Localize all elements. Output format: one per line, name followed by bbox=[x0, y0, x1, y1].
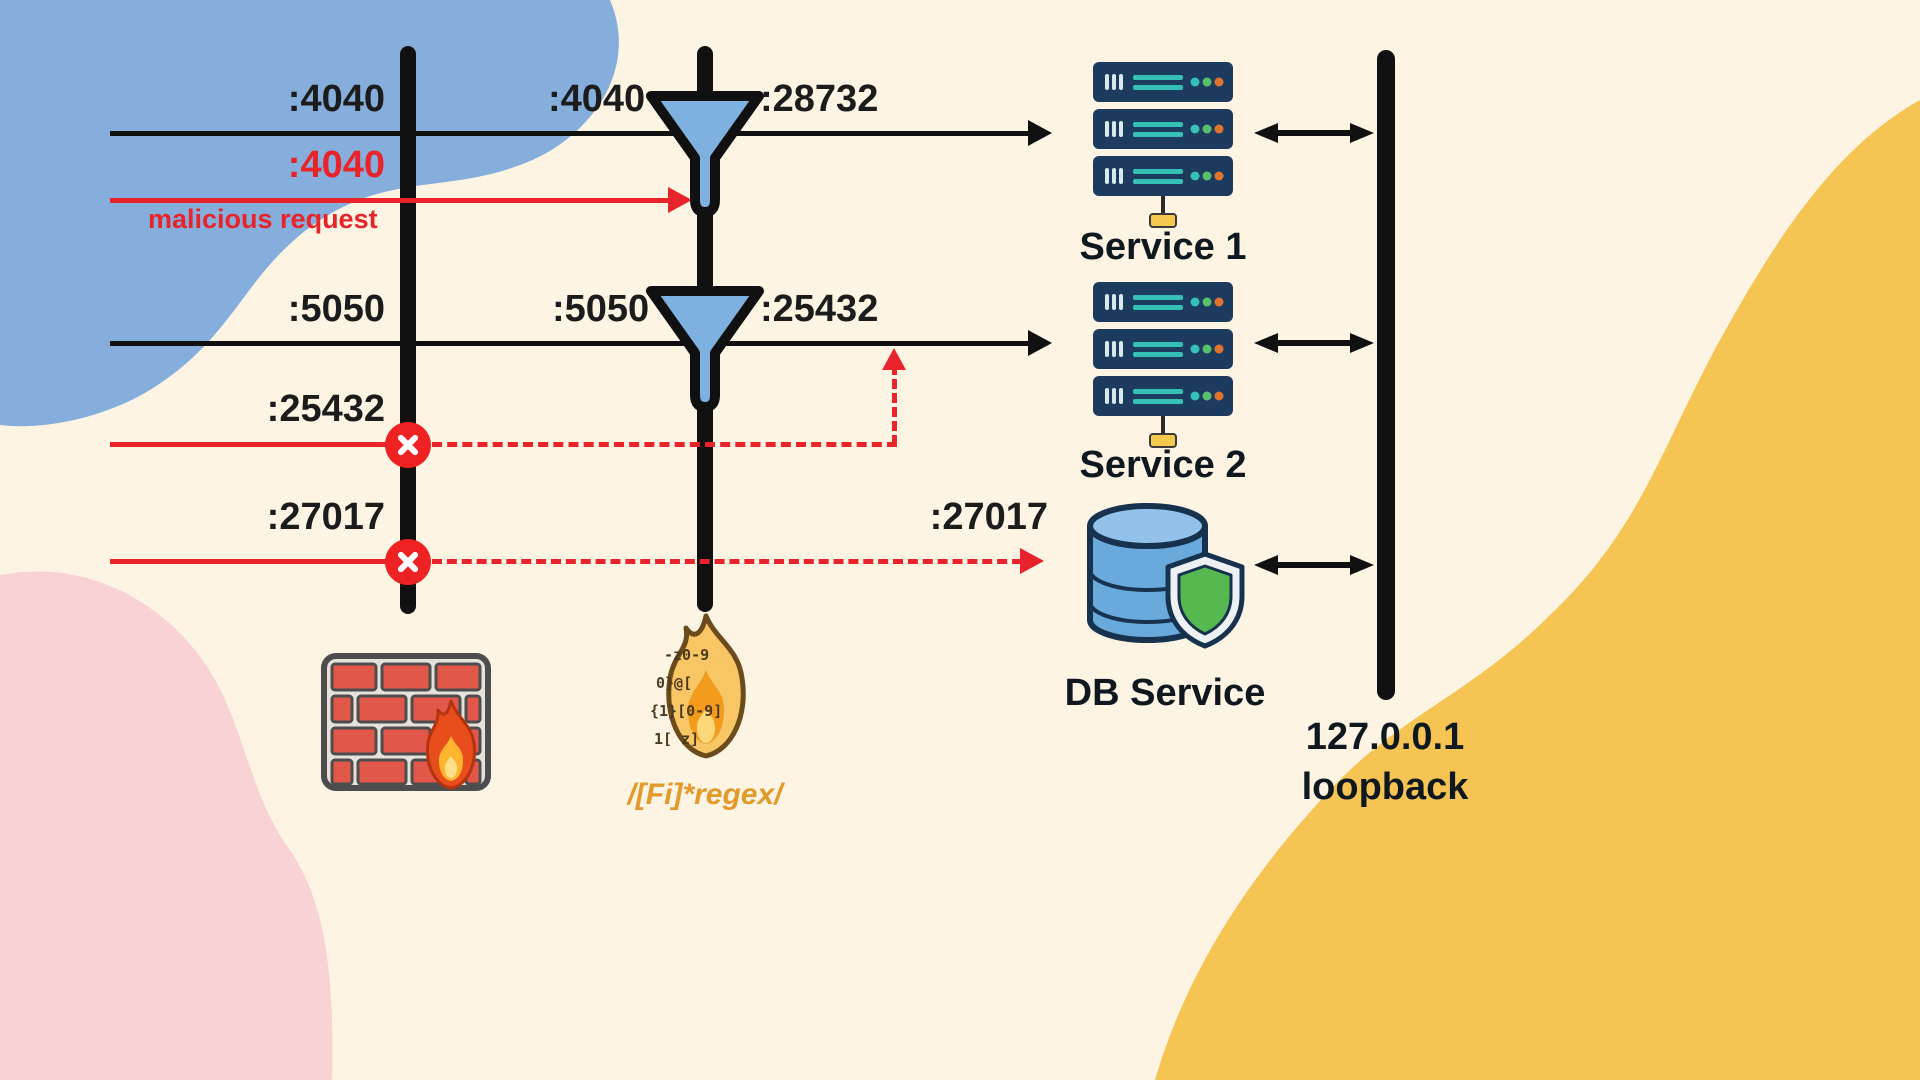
background-blob-pink bbox=[0, 571, 333, 1080]
loopback-interface-line bbox=[1377, 50, 1395, 700]
malicious-request-line bbox=[110, 198, 670, 203]
bidirectional-arrow-icon bbox=[1254, 123, 1374, 143]
blocked-25432-line bbox=[110, 442, 386, 447]
blocked-27017-dashed-line bbox=[432, 559, 1022, 564]
flow-4040-line bbox=[110, 131, 1030, 136]
loopback-ip-label: 127.0.0.1 bbox=[1305, 716, 1465, 758]
db-service-label: DB Service bbox=[1064, 672, 1266, 714]
port-label-27017-internal: :27017 bbox=[929, 496, 1048, 538]
service-1-label: Service 1 bbox=[1079, 226, 1247, 268]
blocked-x-icon bbox=[385, 422, 431, 468]
port-label-4040-external: :4040 bbox=[287, 78, 385, 120]
regex-label: /[Fi]*regex/ bbox=[627, 778, 783, 811]
background-blob-yellow bbox=[1155, 100, 1920, 1080]
firewall-barrier-line bbox=[400, 46, 416, 614]
funnel-filter-icon bbox=[646, 91, 764, 217]
port-label-4040-malicious: :4040 bbox=[287, 144, 385, 186]
flow-4040-arrowhead-icon bbox=[1028, 120, 1052, 146]
malicious-request-label: malicious request bbox=[148, 204, 378, 234]
loopback-label: loopback bbox=[1301, 766, 1469, 808]
regex-snippet: -z0-9 bbox=[664, 646, 710, 664]
funnel-filter-icon bbox=[646, 286, 764, 412]
service-2-label: Service 2 bbox=[1079, 444, 1247, 486]
redirect-up-arrowhead-icon bbox=[882, 348, 906, 370]
bidirectional-arrow-icon bbox=[1254, 333, 1374, 353]
shield-icon bbox=[1165, 551, 1245, 649]
port-label-27017-blocked: :27017 bbox=[266, 496, 385, 538]
flow-5050-line bbox=[110, 341, 1030, 346]
port-label-25432-internal: :25432 bbox=[760, 288, 879, 330]
port-label-28732-internal: :28732 bbox=[760, 78, 879, 120]
blocked-25432-dashed-line bbox=[432, 442, 897, 447]
port-label-5050-filter: :5050 bbox=[552, 288, 650, 330]
port-label-25432-blocked: :25432 bbox=[266, 388, 385, 430]
blocked-27017-line bbox=[110, 559, 386, 564]
regex-flame-icon bbox=[666, 613, 746, 759]
flow-5050-arrowhead-icon bbox=[1028, 330, 1052, 356]
malicious-request-arrowhead-icon bbox=[668, 187, 692, 213]
regex-snippet: 0}@[ bbox=[656, 674, 693, 692]
server-stack-icon bbox=[1093, 62, 1233, 228]
port-label-4040-filter: :4040 bbox=[548, 78, 646, 120]
regex-snippet: {1}[0-9] bbox=[650, 702, 723, 720]
blocked-27017-arrowhead-icon bbox=[1020, 548, 1044, 574]
blocked-x-icon bbox=[385, 539, 431, 585]
bidirectional-arrow-icon bbox=[1254, 555, 1374, 575]
background-blob-blue bbox=[0, 0, 619, 427]
server-stack-icon bbox=[1093, 282, 1233, 448]
blocked-25432-dashed-riser bbox=[892, 365, 897, 445]
port-label-5050-external: :5050 bbox=[287, 288, 385, 330]
regex-snippet: 1[ z] bbox=[654, 730, 700, 748]
flame-icon bbox=[426, 699, 476, 790]
